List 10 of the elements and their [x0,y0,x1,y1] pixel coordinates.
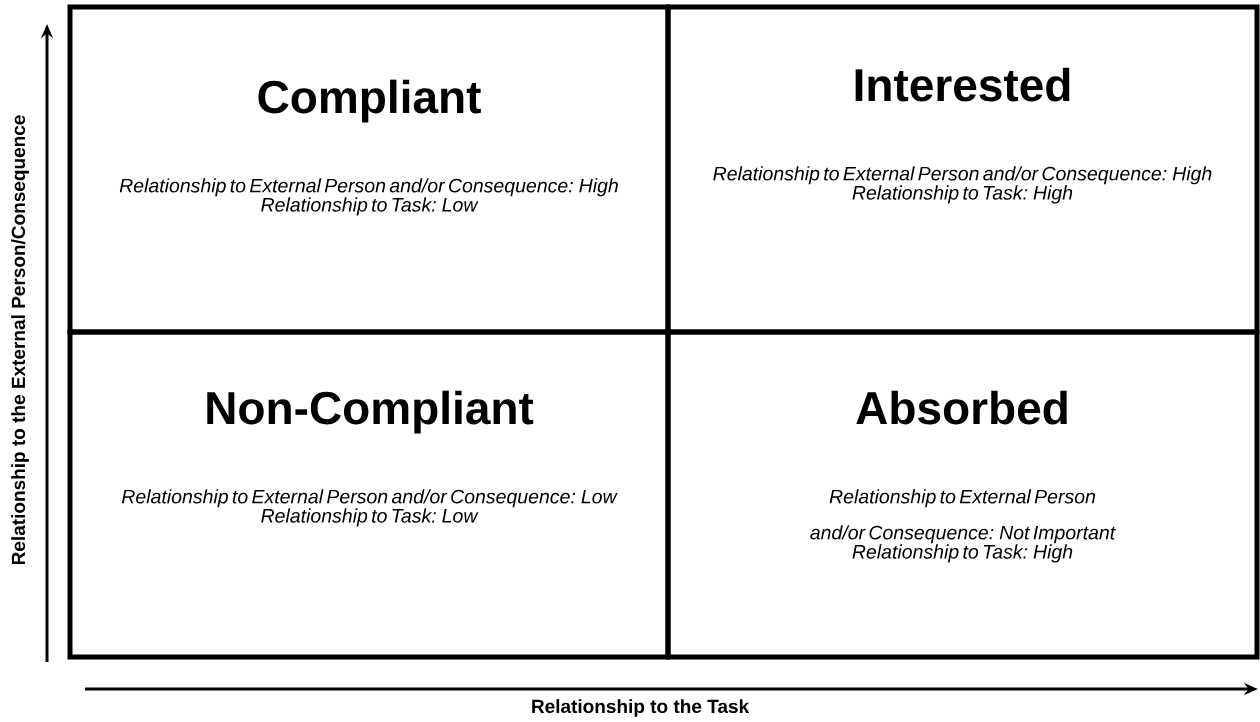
axis-label: Relationship to the External Person/Consequence [11,115,29,565]
axis-label: Relationship to the Task [532,699,750,717]
quadrant-heading: Compliant [258,79,481,123]
quadrant-heading: Non-Compliant [207,390,534,434]
quadrant-description: Relationship to External Person and/or Consequence: Not Important Relationship to Task: High [810,489,1116,563]
quadrant-description: Relationship to External Person and/or Consequence: High Relationship to Task: High [713,166,1212,204]
quadrant-description: Relationship to External Person and/or Consequence: Low Relationship to Task: Low [121,489,618,527]
quadrant-heading: Interested [855,67,1070,102]
quadrant-description: Relationship to External Person and/or Consequence: High Relationship to Task: Low [119,178,618,216]
quadrant-heading: Absorbed [856,390,1067,425]
